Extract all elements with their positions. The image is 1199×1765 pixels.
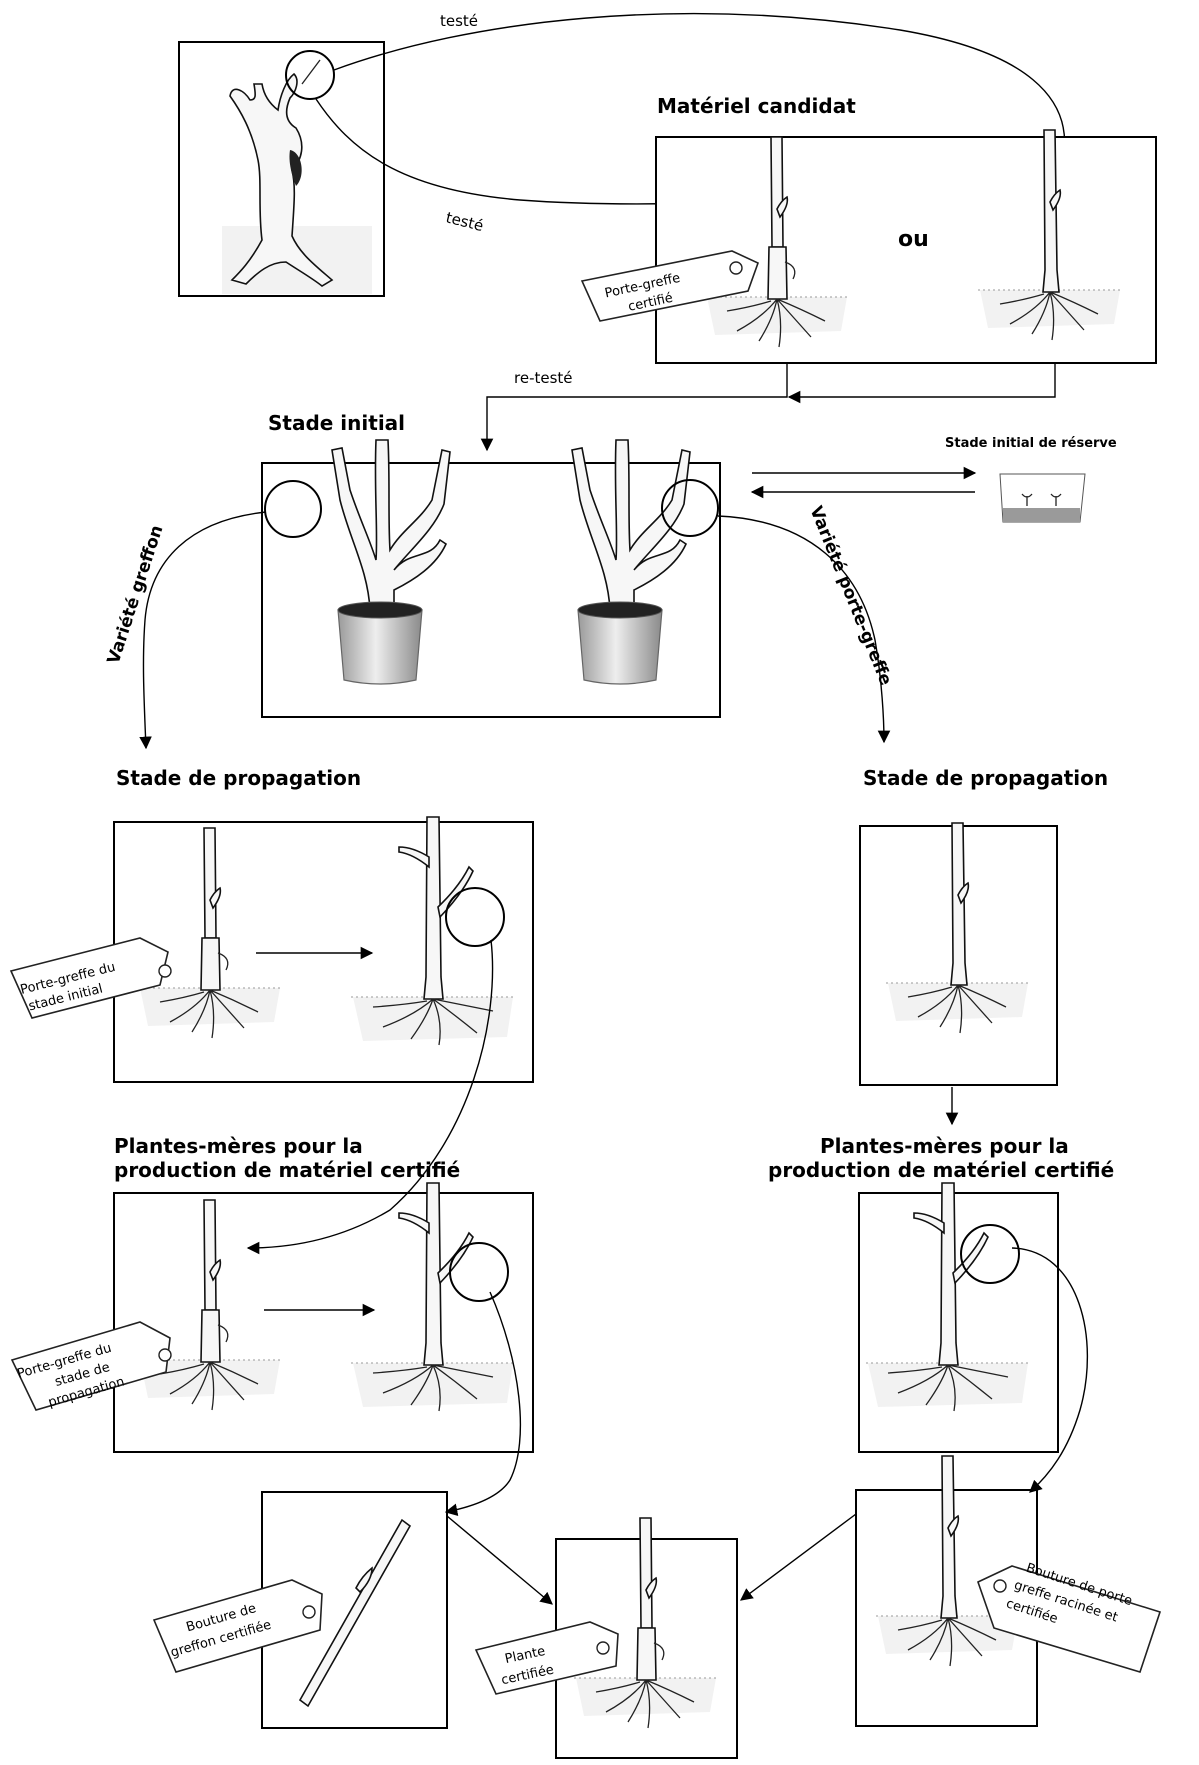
propagation-left-box	[114, 822, 533, 1082]
stade-initial-reserve-title: Stade initial de réserve	[945, 436, 1117, 451]
mother-plants-right-box	[859, 1193, 1058, 1452]
mother-plants-left-box	[114, 1193, 533, 1452]
teste-top-arrow	[334, 14, 1065, 152]
svg-text:Porte-greffe dustade depropaga: Porte-greffe dustade depropagation	[16, 1340, 127, 1417]
ou-label: ou	[898, 227, 929, 252]
stade-propagation-left-title: Stade de propagation	[116, 766, 361, 790]
re-teste-arrow-right	[789, 363, 1055, 397]
re-teste-label: re-testé	[514, 369, 573, 387]
reserve-container-illustration	[1000, 474, 1085, 522]
plantes-meres-left-title-1: Plantes-mères pour la	[114, 1134, 363, 1158]
variete-greffon-label: Variété greffon	[104, 523, 168, 667]
bouture-greffon-to-plant-arrow	[447, 1516, 552, 1604]
plantes-meres-left-title-2: production de matériel certifié	[114, 1158, 460, 1182]
teste-curve-label: testé	[444, 208, 485, 235]
variete-porte-greffe-label: Variété porte-greffe	[805, 503, 895, 688]
variete-greffon-arrow	[143, 512, 266, 748]
bouture-porte-greffe-to-plant-arrow	[741, 1514, 856, 1600]
plantes-meres-right-title-1: Plantes-mères pour la	[820, 1134, 1069, 1158]
stade-propagation-right-title: Stade de propagation	[863, 766, 1108, 790]
teste-top-label: testé	[440, 12, 478, 30]
plantes-meres-right-title-2: production de matériel certifié	[768, 1158, 1114, 1182]
stade-initial-title: Stade initial	[268, 411, 405, 435]
materiel-candidat-title: Matériel candidat	[657, 94, 856, 118]
